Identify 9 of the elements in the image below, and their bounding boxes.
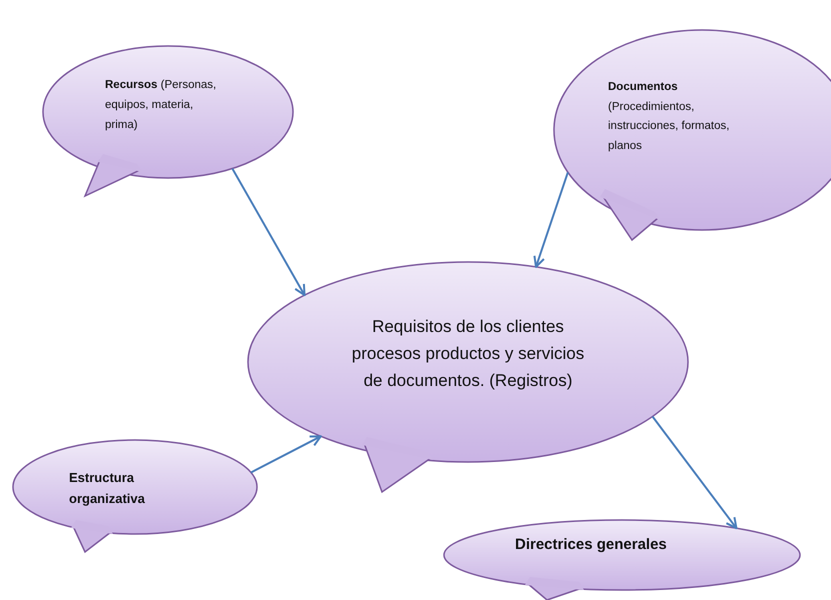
arrow (533, 172, 569, 268)
bubble-text: Directrices generales (515, 535, 668, 554)
bubble-text: Documentos (Procedimientos, instrucciones, formatos, planos (608, 80, 730, 154)
arrow (250, 435, 322, 474)
arrow (232, 168, 306, 296)
bubble-text: Estructura organizativa (69, 469, 146, 508)
arrow (652, 416, 738, 530)
bubble-text: Requisitos de los clientes procesos productos y servicios de documentos. (Registros) (350, 316, 586, 392)
bubble-text: Recursos (Personas, equipos, materia, prima) (105, 78, 218, 134)
